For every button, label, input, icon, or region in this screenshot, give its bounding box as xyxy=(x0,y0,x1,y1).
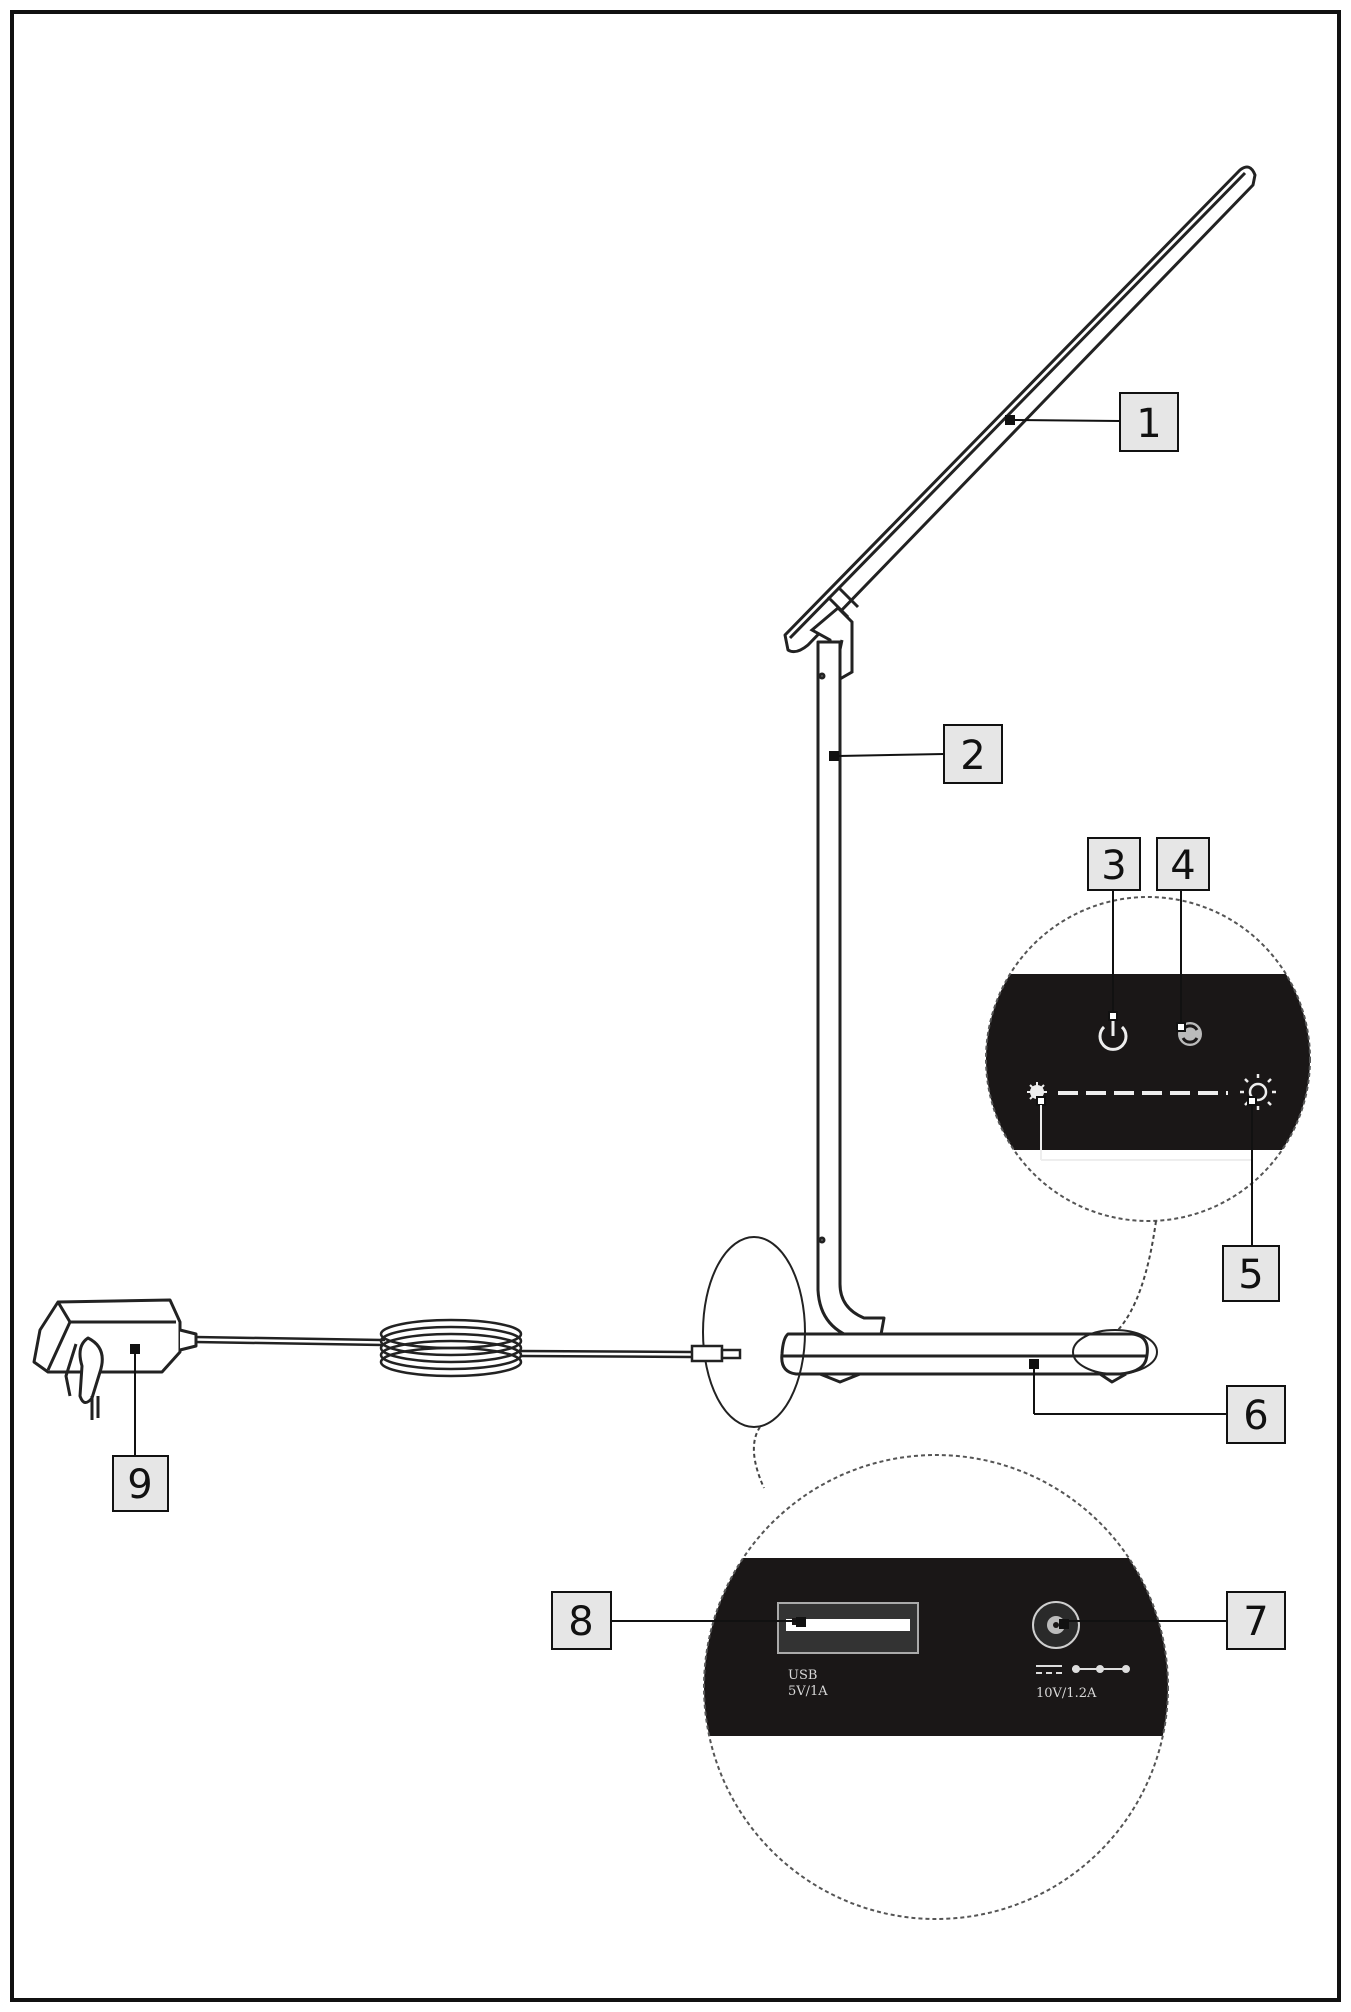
svg-text:9: 9 xyxy=(127,1462,152,1508)
svg-text:3: 3 xyxy=(1101,843,1126,889)
callout-7: 7 xyxy=(1226,1591,1286,1650)
usb-port: USB 5V/1A xyxy=(777,1602,919,1699)
callout-2: 2 xyxy=(943,724,1003,784)
brightness-low-icon xyxy=(1027,1082,1047,1102)
usb-rating: 5V/1A xyxy=(788,1684,828,1699)
svg-text:6: 6 xyxy=(1243,1393,1268,1439)
power-icon xyxy=(1098,1020,1128,1051)
callout-5: 5 xyxy=(1222,1245,1280,1302)
callout-8: 8 xyxy=(551,1591,612,1650)
dc-rating: 10V/1.2A xyxy=(1036,1686,1097,1701)
svg-text:1: 1 xyxy=(1136,401,1161,447)
svg-text:7: 7 xyxy=(1243,1599,1268,1645)
svg-text:5: 5 xyxy=(1238,1252,1263,1298)
callout-leaders xyxy=(130,415,1257,1629)
button-area-highlight xyxy=(1072,1329,1158,1375)
brightness-slider xyxy=(1027,1074,1276,1110)
callout-6: 6 xyxy=(1226,1385,1286,1444)
svg-text:2: 2 xyxy=(960,733,985,779)
port-area-highlight xyxy=(702,1236,806,1428)
lamp-head xyxy=(783,165,1257,654)
usb-label: USB xyxy=(788,1668,817,1683)
callout-4: 4 xyxy=(1156,837,1210,891)
power-adapter xyxy=(32,1298,198,1420)
lamp-base xyxy=(780,1332,1149,1384)
callout-9: 9 xyxy=(112,1455,169,1512)
power-cable xyxy=(194,1318,742,1378)
svg-text:8: 8 xyxy=(568,1599,593,1645)
callout-1: 1 xyxy=(1119,392,1179,452)
svg-text:4: 4 xyxy=(1170,843,1195,889)
lamp-arm xyxy=(816,640,886,1342)
port-panel-detail: USB 5V/1A 10V/1.2A xyxy=(703,1426,1169,1920)
dc-polarity-icon xyxy=(1036,1665,1130,1674)
page-border xyxy=(10,10,1341,2002)
callout-3: 3 xyxy=(1087,837,1141,891)
